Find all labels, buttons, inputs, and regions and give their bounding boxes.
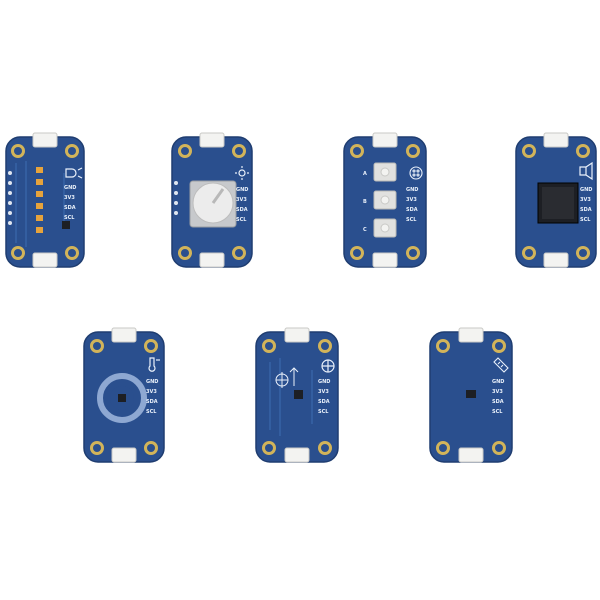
- pin-label-gnd: GND: [64, 185, 76, 191]
- thermometer-icon: [148, 357, 160, 372]
- pin-label-sda: SDA: [236, 207, 248, 213]
- led-array: [36, 167, 43, 233]
- pin-label-gnd: GND: [580, 187, 592, 193]
- pin-label-sda: SDA: [492, 399, 504, 405]
- pin-label-scl: SCL: [236, 217, 247, 223]
- pin-label-sda: SDA: [146, 399, 158, 405]
- distance-board: GND 3V3 SDA SCL: [429, 327, 514, 466]
- pin-label-scl: SCL: [492, 409, 503, 415]
- pin-label-3v3: 3V3: [492, 389, 503, 395]
- pin-label-sda: SDA: [580, 207, 592, 213]
- button-icon: [409, 166, 423, 180]
- button-a[interactable]: [373, 162, 397, 182]
- button-label-a: A: [363, 171, 367, 177]
- pin-label-gnd: GND: [146, 379, 158, 385]
- pin-label-sda: SDA: [406, 207, 418, 213]
- sensor-ring: [97, 373, 147, 423]
- gyroscope-icon: [321, 359, 335, 373]
- pin-label-gnd: GND: [406, 187, 418, 193]
- pin-label-3v3: 3V3: [236, 197, 247, 203]
- led-icon: [65, 167, 83, 179]
- pin-label-gnd: GND: [236, 187, 248, 193]
- led-bar-board: GND 3V3 SDA SCL: [5, 132, 86, 271]
- rotary-knob[interactable]: [189, 180, 237, 228]
- button-c[interactable]: [373, 218, 397, 238]
- button-label-c: C: [363, 227, 367, 233]
- button-b[interactable]: [373, 190, 397, 210]
- pin-label-3v3: 3V3: [406, 197, 417, 203]
- buttons-board: A B C GND 3V3 SDA SCL: [343, 132, 428, 271]
- buzzer: [537, 182, 579, 224]
- pin-label-scl: SCL: [64, 215, 75, 221]
- pin-label-sda: SDA: [318, 399, 330, 405]
- ruler-icon: [493, 357, 509, 373]
- pin-label-3v3: 3V3: [146, 389, 157, 395]
- side-pads: [8, 171, 12, 225]
- side-pads: [174, 181, 178, 215]
- pin-label-scl: SCL: [406, 217, 417, 223]
- pin-label-gnd: GND: [318, 379, 330, 385]
- pin-label-3v3: 3V3: [64, 195, 75, 201]
- pin-label-scl: SCL: [146, 409, 157, 415]
- buzzer-icon: [579, 161, 593, 181]
- pin-label-3v3: 3V3: [318, 389, 329, 395]
- pin-label-gnd: GND: [492, 379, 504, 385]
- button-label-b: B: [363, 199, 367, 205]
- movement-board: GND 3V3 SDA SCL: [255, 327, 340, 466]
- pin-label-3v3: 3V3: [580, 197, 591, 203]
- sun-icon: [235, 166, 249, 180]
- rotary-encoder-board: GND 3V3 SDA SCL: [171, 132, 254, 271]
- buzzer-board: GND 3V3 SDA SCL: [515, 132, 598, 271]
- pin-label-sda: SDA: [64, 205, 76, 211]
- pin-label-scl: SCL: [580, 217, 591, 223]
- axis-icon: [275, 367, 299, 388]
- pin-label-scl: SCL: [318, 409, 329, 415]
- thermo-board: GND 3V3 SDA SCL: [83, 327, 166, 466]
